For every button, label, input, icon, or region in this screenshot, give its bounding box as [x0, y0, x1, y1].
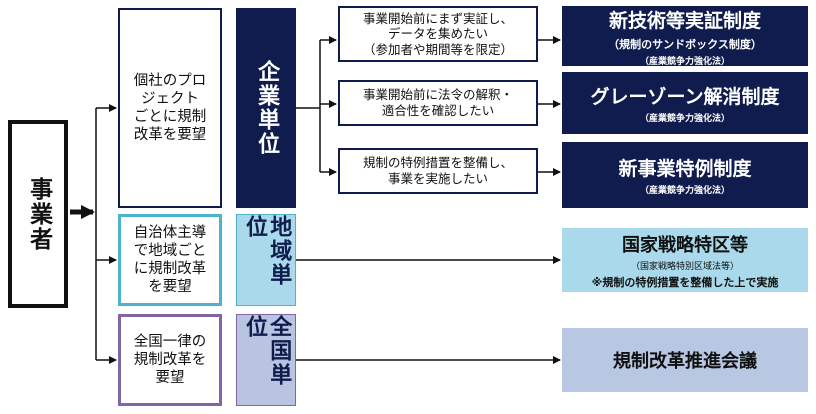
system-law-grayzone: （産業競争力強化法） [639, 114, 730, 124]
need-text-2: 事業開始前に法令の解釈・ 適合性を確認したい [362, 87, 513, 118]
unit-badge-national: 全国単位 [236, 314, 296, 406]
request-text-region: 自治体主導 で地域ごと に規制改革 を要望 [133, 224, 207, 296]
request-box-company: 個社のプロ ジェクト ごとに規制 改革を要望 [118, 8, 222, 208]
request-box-region: 自治体主導 で地域ごと に規制改革 を要望 [118, 214, 222, 306]
unit-badge-company: 企業単位 [236, 8, 296, 208]
system-subtitle-sandbox: （規制のサンドボックス制度） [608, 37, 762, 51]
system-title-council: 規制改革推進会議 [613, 351, 757, 372]
system-title-special-zone: 国家戦略特区等 [622, 234, 748, 256]
system-title-sandbox: 新技術等実証制度 [608, 9, 761, 32]
system-note-special-zone: ※規制の特例措置を整備した上で実施 [591, 275, 779, 289]
system-box-newbiz: 新事業特例制度 （産業競争力強化法） [562, 142, 808, 208]
unit-label-national: 全国単位 [242, 315, 292, 387]
system-title-grayzone: グレーゾーン解消制度 [590, 86, 780, 108]
system-box-council: 規制改革推進会議 [562, 328, 808, 392]
request-text-company: 個社のプロ ジェクト ごとに規制 改革を要望 [133, 72, 207, 144]
unit-label-company: 企業単位 [254, 60, 280, 156]
need-text-3: 規制の特例措置を整備し、 事業を実施したい [362, 155, 513, 186]
actor-box: 事業者 [8, 120, 68, 308]
request-box-national: 全国一律の 規制改革を 要望 [118, 314, 222, 406]
need-box-3: 規制の特例措置を整備し、 事業を実施したい [338, 148, 538, 194]
system-box-sandbox: 新技術等実証制度 （規制のサンドボックス制度） （産業競争力強化法） [562, 6, 808, 67]
need-text-1: 事業開始前にまず実証し、 データを集めたい （参加者や期間等を限定） [362, 10, 513, 57]
system-title-newbiz: 新事業特例制度 [618, 158, 752, 180]
request-text-national: 全国一律の 規制改革を 要望 [133, 333, 207, 387]
need-box-2: 事業開始前に法令の解釈・ 適合性を確認したい [338, 80, 538, 126]
unit-label-region: 地域単位 [242, 215, 292, 287]
system-box-special-zone: 国家戦略特区等 （国家戦略特別区域法等） ※規制の特例措置を整備した上で実施 [562, 228, 808, 292]
system-law-newbiz: （産業競争力強化法） [639, 186, 730, 196]
actor-label: 事業者 [25, 176, 52, 252]
need-box-1: 事業開始前にまず実証し、 データを集めたい （参加者や期間等を限定） [338, 6, 538, 62]
system-box-grayzone: グレーゾーン解消制度 （産業競争力強化法） [562, 72, 808, 134]
system-law-special-zone: （国家戦略特別区域法等） [630, 261, 739, 272]
system-law-sandbox: （産業競争力強化法） [639, 56, 730, 67]
unit-badge-region: 地域単位 [236, 214, 296, 306]
